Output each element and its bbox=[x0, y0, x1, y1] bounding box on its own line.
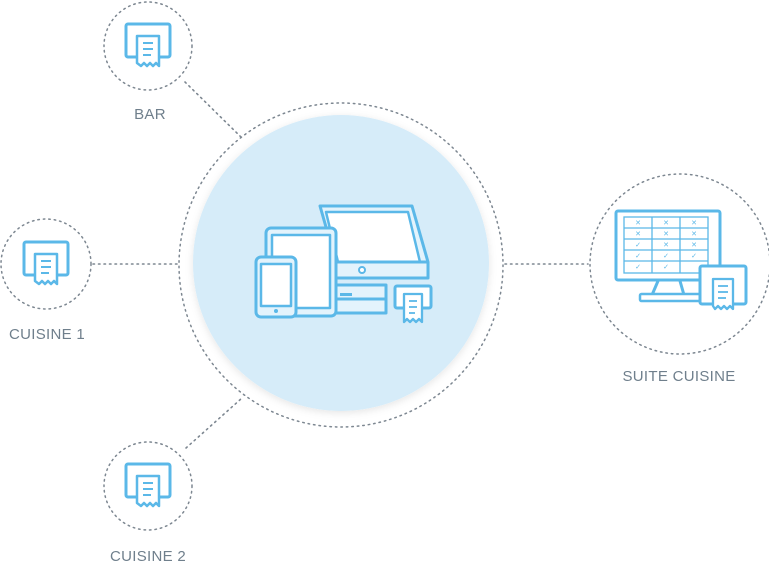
node-cuisine2 bbox=[103, 441, 193, 531]
connector-bar bbox=[184, 81, 243, 139]
svg-text:✓: ✓ bbox=[635, 263, 641, 271]
svg-text:✕: ✕ bbox=[663, 219, 669, 227]
svg-text:✕: ✕ bbox=[663, 241, 669, 249]
svg-text:✕: ✕ bbox=[663, 230, 669, 238]
svg-text:✓: ✓ bbox=[635, 252, 641, 260]
node-label-suite: SUITE CUISINE bbox=[622, 368, 736, 385]
svg-text:✓: ✓ bbox=[663, 252, 669, 260]
svg-text:✓: ✓ bbox=[691, 252, 697, 260]
svg-text:✕: ✕ bbox=[635, 219, 641, 227]
node-suite: ✕ ✕ ✕ ✕ ✕ ✕ ✓ ✕ ✕ ✓ ✓ ✓ ✓ ✓ bbox=[589, 173, 769, 355]
svg-text:✕: ✕ bbox=[691, 219, 697, 227]
node-label-cuisine2: CUISINE 2 bbox=[109, 548, 187, 565]
node-cuisine1 bbox=[0, 218, 92, 310]
svg-text:✕: ✕ bbox=[691, 230, 697, 238]
svg-text:✓: ✓ bbox=[635, 241, 641, 249]
hub bbox=[178, 102, 504, 428]
svg-text:✕: ✕ bbox=[691, 241, 697, 249]
svg-text:✕: ✕ bbox=[635, 230, 641, 238]
svg-text:✓: ✓ bbox=[663, 263, 669, 271]
connectors bbox=[92, 81, 589, 449]
node-label-bar: BAR bbox=[134, 106, 166, 123]
kitchen-display-icon: ✕ ✕ ✕ ✕ ✕ ✕ ✓ ✕ ✕ ✓ ✓ ✓ ✓ ✓ bbox=[614, 209, 748, 311]
node-bar bbox=[103, 1, 193, 91]
node-label-cuisine1: CUISINE 1 bbox=[8, 326, 86, 343]
connector-cuisine2 bbox=[185, 397, 243, 449]
pos-devices-icon bbox=[254, 204, 433, 324]
